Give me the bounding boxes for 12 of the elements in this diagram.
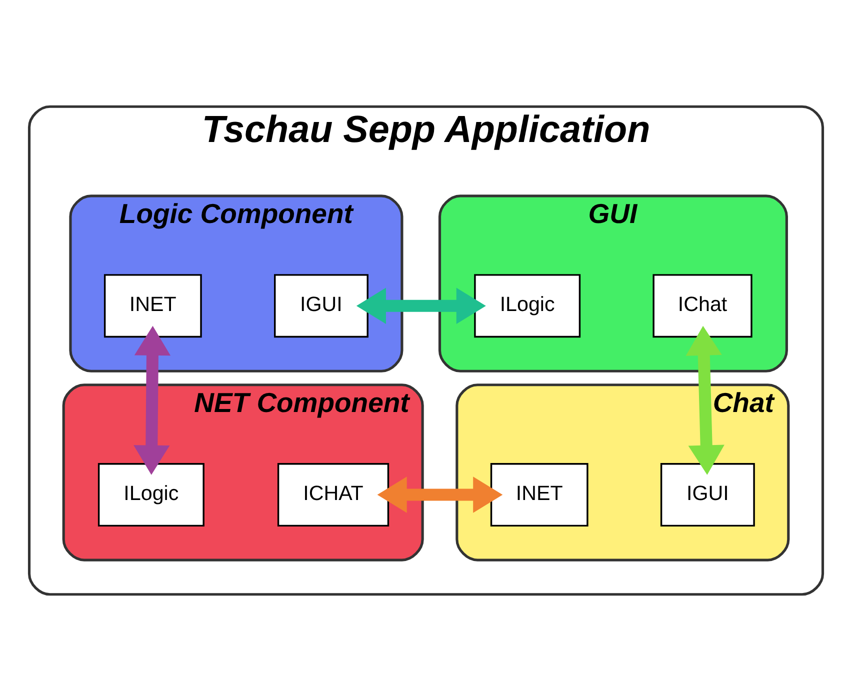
node-box: ILogic xyxy=(98,462,204,526)
arrow xyxy=(356,287,486,324)
node-box: IGUI xyxy=(660,462,755,526)
arrow xyxy=(686,325,724,474)
node-box: ILogic xyxy=(474,274,581,338)
node-box: IGUI xyxy=(274,274,368,338)
node-box: IChat xyxy=(652,274,752,338)
arrow xyxy=(377,476,503,512)
arrow xyxy=(134,325,171,474)
node-box: INET xyxy=(104,274,202,338)
node-box: INET xyxy=(490,462,588,526)
node-box: ICHAT xyxy=(277,462,390,526)
